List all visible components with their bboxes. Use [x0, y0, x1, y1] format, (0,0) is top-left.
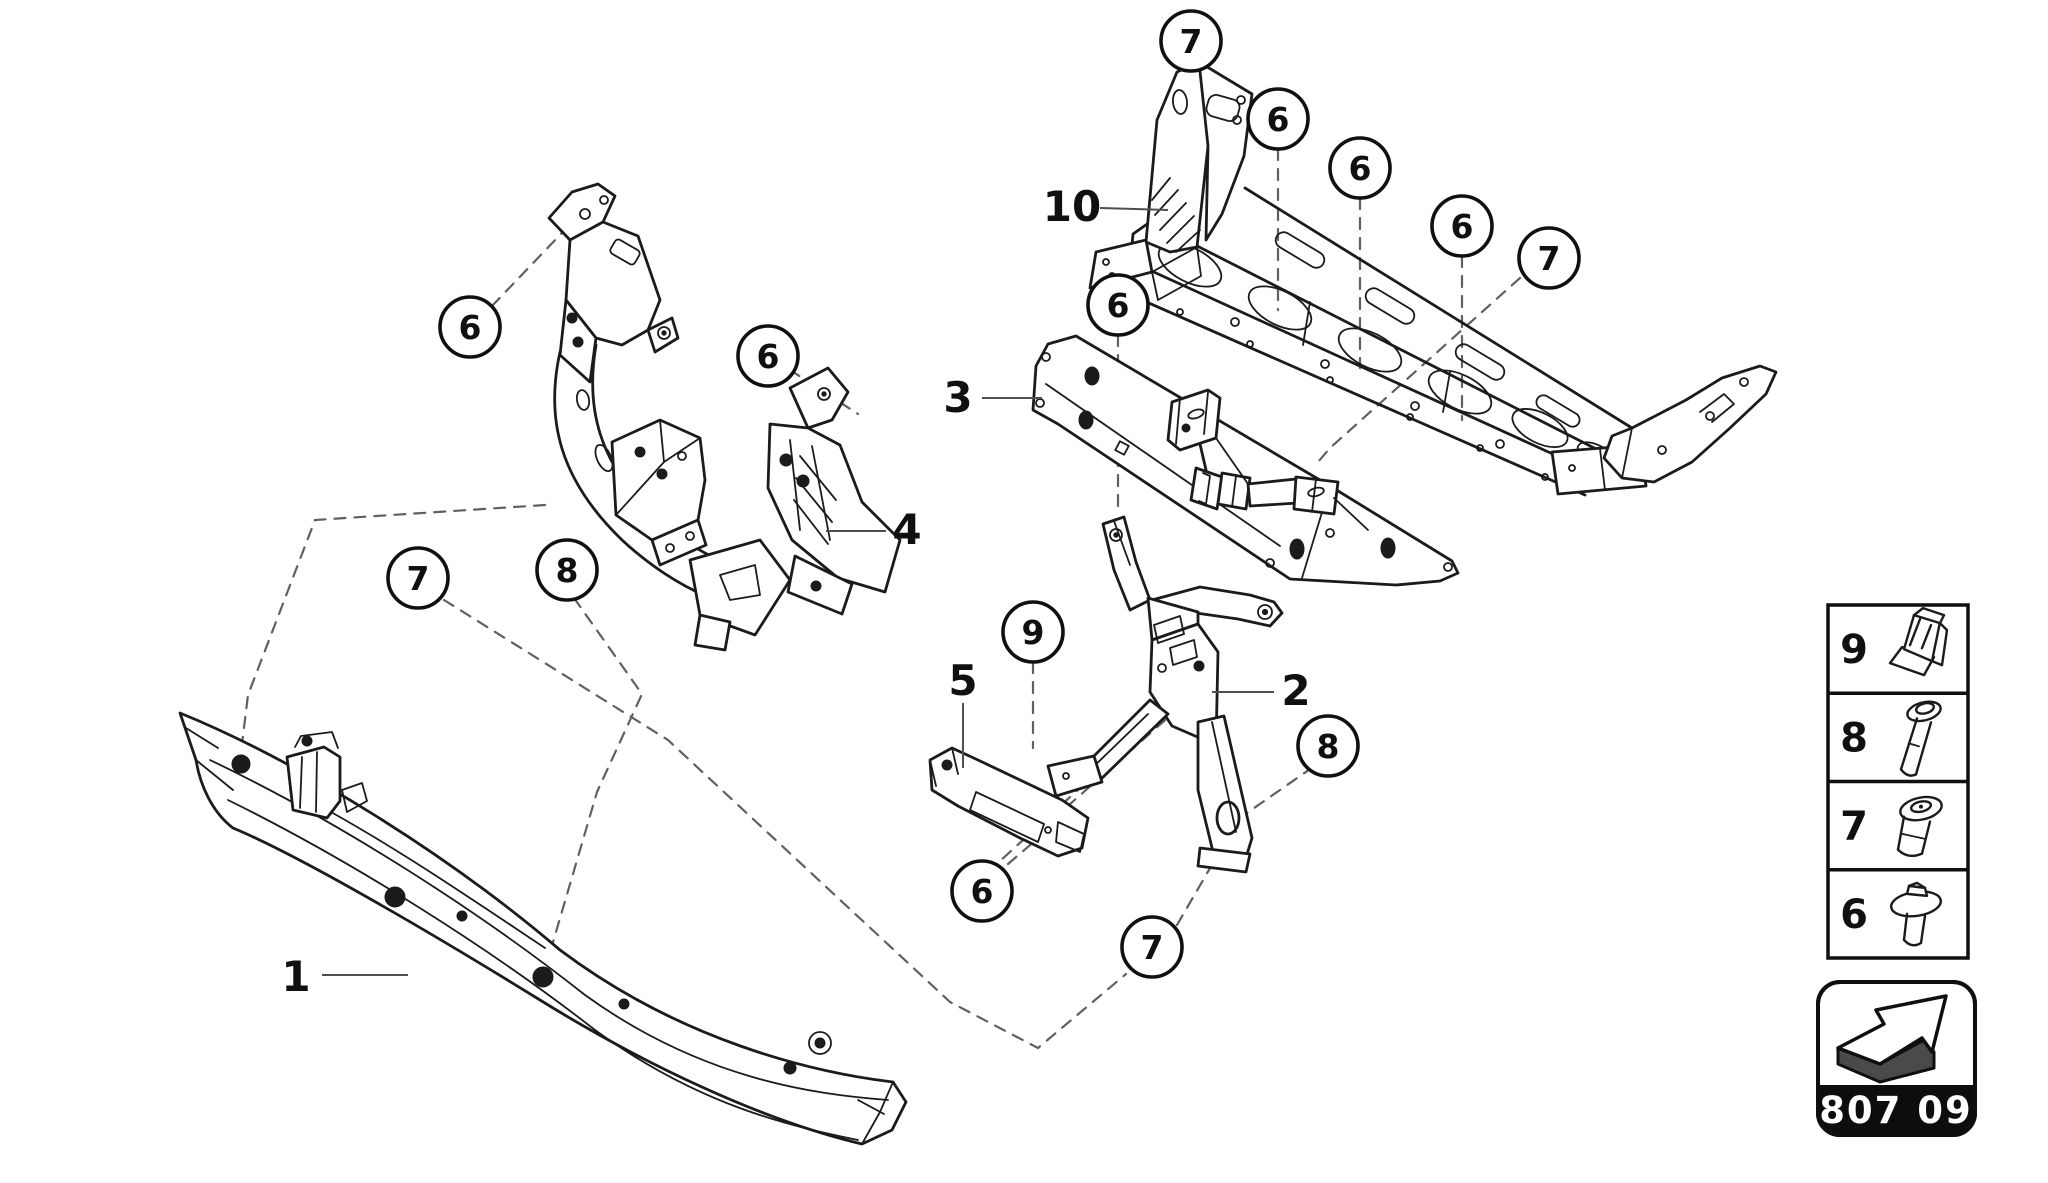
callout-6-panel-2[interactable]: 6: [1328, 136, 1392, 200]
callout-number: 6: [1349, 149, 1372, 188]
part-label-1[interactable]: 1: [281, 952, 408, 1001]
callout-number: 9: [1022, 613, 1045, 652]
callout-number: 6: [459, 308, 482, 347]
legend-number: 9: [1840, 627, 1868, 673]
part-number: 1: [281, 952, 310, 1001]
callout-7-stay-foot[interactable]: 7: [1120, 915, 1184, 979]
callout-number: 8: [1317, 727, 1340, 766]
callout-number: 7: [1538, 239, 1561, 278]
callout-6-panel-1[interactable]: 6: [1246, 87, 1310, 151]
part-label-4[interactable]: 4: [826, 505, 922, 554]
callout-number: 7: [407, 559, 430, 598]
part-5-mount-bracket-drawing[interactable]: [928, 746, 1090, 858]
part-4-support-arm-drawing[interactable]: [547, 182, 902, 652]
shoulder-bolt-icon: [1896, 795, 1943, 858]
callout-7-top[interactable]: 7: [1159, 9, 1223, 73]
legend-number: 8: [1840, 715, 1868, 761]
callout-6-arm-right[interactable]: 6: [736, 324, 800, 388]
callout-number: 7: [1180, 22, 1203, 61]
part-number: 10: [1043, 182, 1101, 231]
clip-nut-icon: [1888, 606, 1949, 677]
part-2-stay-bracket-drawing[interactable]: [1046, 515, 1284, 874]
code-box[interactable]: 807 09: [1816, 980, 1977, 1137]
part-3-skid-plate-drawing[interactable]: [1031, 334, 1460, 587]
part-label-5[interactable]: 5: [948, 656, 978, 768]
callout-7-panel-right[interactable]: 7: [1517, 226, 1581, 290]
callout-number: 6: [971, 872, 994, 911]
page-code: 807 09: [1819, 1089, 1973, 1132]
callout-8-arm[interactable]: 8: [535, 538, 599, 602]
callout-7-bumper[interactable]: 7: [386, 546, 450, 610]
part-label-10[interactable]: 10: [1043, 182, 1169, 231]
washer-head-bolt-icon: [1889, 881, 1943, 947]
part-number: 2: [1281, 666, 1310, 715]
callout-number: 7: [1141, 928, 1164, 967]
callout-number: 6: [757, 337, 780, 376]
callout-9-stay[interactable]: 9: [1001, 600, 1065, 664]
nav-arrow-icon: [1836, 994, 1948, 1084]
legend-cell-8[interactable]: 8: [1828, 691, 1968, 777]
callout-number: 8: [556, 551, 579, 590]
part-number: 4: [892, 505, 921, 554]
part-number: 3: [943, 373, 972, 422]
callout-6-plate[interactable]: 6: [1086, 273, 1150, 337]
callout-6-arm-left[interactable]: 6: [438, 295, 502, 359]
part-label-3[interactable]: 3: [943, 373, 1042, 422]
flange-bolt-long-icon: [1899, 700, 1942, 777]
callout-number: 6: [1267, 100, 1290, 139]
leader-line: [1099, 207, 1169, 211]
legend-cell-6[interactable]: 6: [1828, 868, 1968, 947]
part-number: 5: [948, 656, 977, 705]
callout-8-stay[interactable]: 8: [1296, 714, 1360, 778]
callout-6-panel-3[interactable]: 6: [1430, 194, 1494, 258]
legend-number: 7: [1840, 804, 1868, 850]
part-1-bumper-bar-drawing[interactable]: [178, 711, 908, 1146]
legend-number: 6: [1840, 892, 1868, 938]
part-label-2[interactable]: 2: [1212, 666, 1311, 715]
legend-cell-7[interactable]: 7: [1828, 779, 1968, 858]
legend-cell-9[interactable]: 9: [1840, 606, 1949, 677]
callout-number: 6: [1107, 286, 1130, 325]
callout-6-bracket[interactable]: 6: [950, 859, 1014, 923]
callout-number: 6: [1451, 207, 1474, 246]
